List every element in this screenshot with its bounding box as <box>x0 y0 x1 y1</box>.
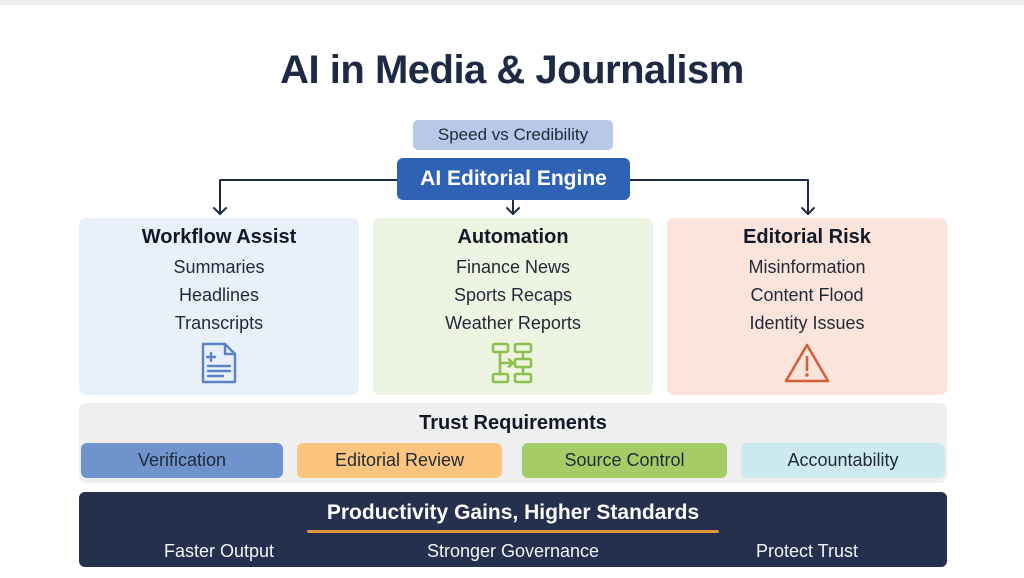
trust-requirements-panel: Trust Requirements Verification Editoria… <box>79 403 947 483</box>
pill-label: Editorial Review <box>334 450 465 470</box>
card-item: Content Flood <box>750 285 864 305</box>
tension-tag-label: Speed vs Credibility <box>437 125 589 144</box>
trust-title: Trust Requirements <box>419 412 607 434</box>
pill-verification: Verification <box>81 443 283 478</box>
page-title: AI in Media & Journalism <box>280 48 744 92</box>
card-title: Editorial Risk <box>743 226 871 248</box>
pill-editorial-review: Editorial Review <box>297 443 502 478</box>
card-item: Summaries <box>173 257 265 277</box>
card-workflow-assist: Workflow Assist Summaries Headlines Tran… <box>79 218 359 395</box>
ai-editorial-engine-node: AI Editorial Engine <box>397 158 630 200</box>
card-item: Finance News <box>455 257 571 277</box>
card-item: Transcripts <box>174 313 264 333</box>
pill-label: Verification <box>137 450 227 470</box>
card-items: Finance News Sports Recaps Weather Repor… <box>373 253 653 337</box>
document-add-icon <box>201 342 237 384</box>
banner-underline <box>307 530 719 533</box>
warning-icon <box>784 343 830 383</box>
card-editorial-risk: Editorial Risk Misinformation Content Fl… <box>667 218 947 395</box>
banner-title: Productivity Gains, Higher Standards <box>326 501 700 524</box>
card-item: Identity Issues <box>749 313 865 333</box>
card-items: Summaries Headlines Transcripts <box>79 253 359 337</box>
card-automation: Automation Finance News Sports Recaps We… <box>373 218 653 395</box>
pill-source-control: Source Control <box>522 443 727 478</box>
card-item: Sports Recaps <box>453 285 573 305</box>
pill-label: Accountability <box>787 450 899 470</box>
flowchart-icon <box>491 342 533 384</box>
outcome-banner: Productivity Gains, Higher Standards Fas… <box>79 492 947 567</box>
banner-item-stronger-governance: Stronger Governance <box>426 541 600 561</box>
pill-accountability: Accountability <box>741 443 945 478</box>
engine-label: AI Editorial Engine <box>420 167 607 190</box>
top-strip <box>0 0 1024 5</box>
banner-item-protect-trust: Protect Trust <box>755 541 859 561</box>
card-item: Misinformation <box>748 257 866 277</box>
tension-tag: Speed vs Credibility <box>413 120 613 150</box>
card-title: Workflow Assist <box>141 226 297 248</box>
pill-label: Source Control <box>564 450 685 470</box>
card-item: Headlines <box>178 285 260 305</box>
card-items: Misinformation Content Flood Identity Is… <box>667 253 947 337</box>
banner-item-faster-output: Faster Output <box>163 541 275 561</box>
card-title: Automation <box>457 226 569 248</box>
card-item: Weather Reports <box>445 313 581 333</box>
